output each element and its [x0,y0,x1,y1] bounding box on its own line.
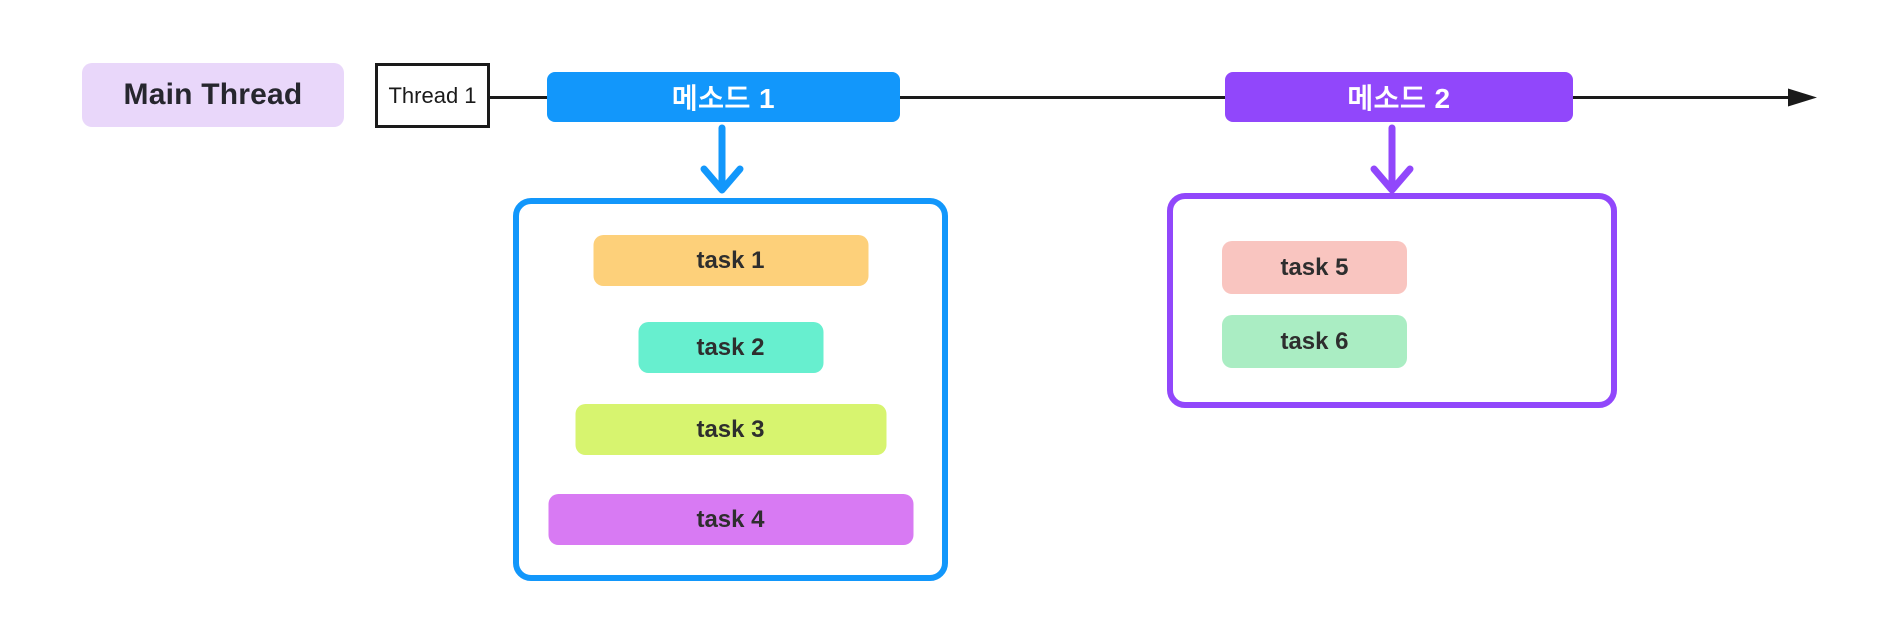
task-pill-6: task 6 [1222,315,1407,368]
task-pill-1: task 1 [593,235,868,286]
task-pill-2: task 2 [638,322,823,373]
method2-down-arrow-icon [1370,124,1414,194]
thread1-box: Thread 1 [375,63,490,128]
method1-task-container: task 1 task 2 task 3 task 4 [513,198,948,581]
method1-block: 메소드 1 [547,72,900,122]
task-pill-3: task 3 [575,404,886,455]
task-pill-5: task 5 [1222,241,1407,294]
timeline-arrowhead-icon [1788,88,1817,107]
main-thread-label: Main Thread [82,63,344,127]
task-pill-4: task 4 [548,494,913,545]
method1-down-arrow-icon [700,124,744,194]
method2-task-container: task 5 task 6 [1167,193,1617,408]
method2-block: 메소드 2 [1225,72,1573,122]
